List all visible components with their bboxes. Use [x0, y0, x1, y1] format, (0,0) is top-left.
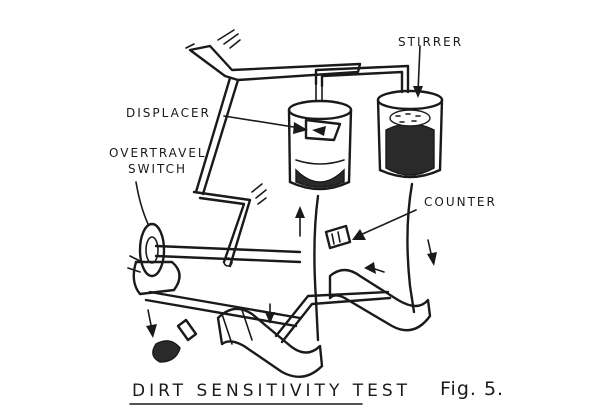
counter-label: COUNTER: [424, 195, 497, 209]
counter-leader: [352, 209, 417, 240]
stirrer-label: STIRRER: [398, 35, 464, 49]
overtravel-switch-assembly: [132, 222, 302, 328]
overtravel-label-line2: SWITCH: [128, 162, 188, 176]
weight-foot: [152, 318, 198, 363]
figure-number: Fig. 5.: [440, 378, 505, 400]
feed-lines: [313, 182, 416, 342]
displacer-cylinder: [287, 83, 353, 191]
stirrer-cylinder: [376, 89, 444, 179]
top-pipe: [314, 64, 410, 94]
diagram-title: DIRT SENSITIVITY TEST: [132, 381, 412, 401]
cross-pipe: [274, 290, 392, 344]
counter-block: [324, 224, 352, 250]
overtravel-label-line1: OVERTRAVEL: [109, 146, 207, 160]
upper-linkage: [188, 29, 362, 196]
lower-tube-right: [328, 268, 432, 332]
overtravel-leader: [135, 181, 149, 225]
flow-arrows: [146, 206, 437, 338]
displacer-label: DISPLACER: [126, 106, 211, 120]
edge-strokes: [127, 43, 195, 273]
crank-linkage: [192, 183, 267, 268]
displacer-leader: [223, 115, 308, 134]
stirrer-leader: [413, 45, 423, 98]
lower-tube-left: [216, 307, 324, 378]
